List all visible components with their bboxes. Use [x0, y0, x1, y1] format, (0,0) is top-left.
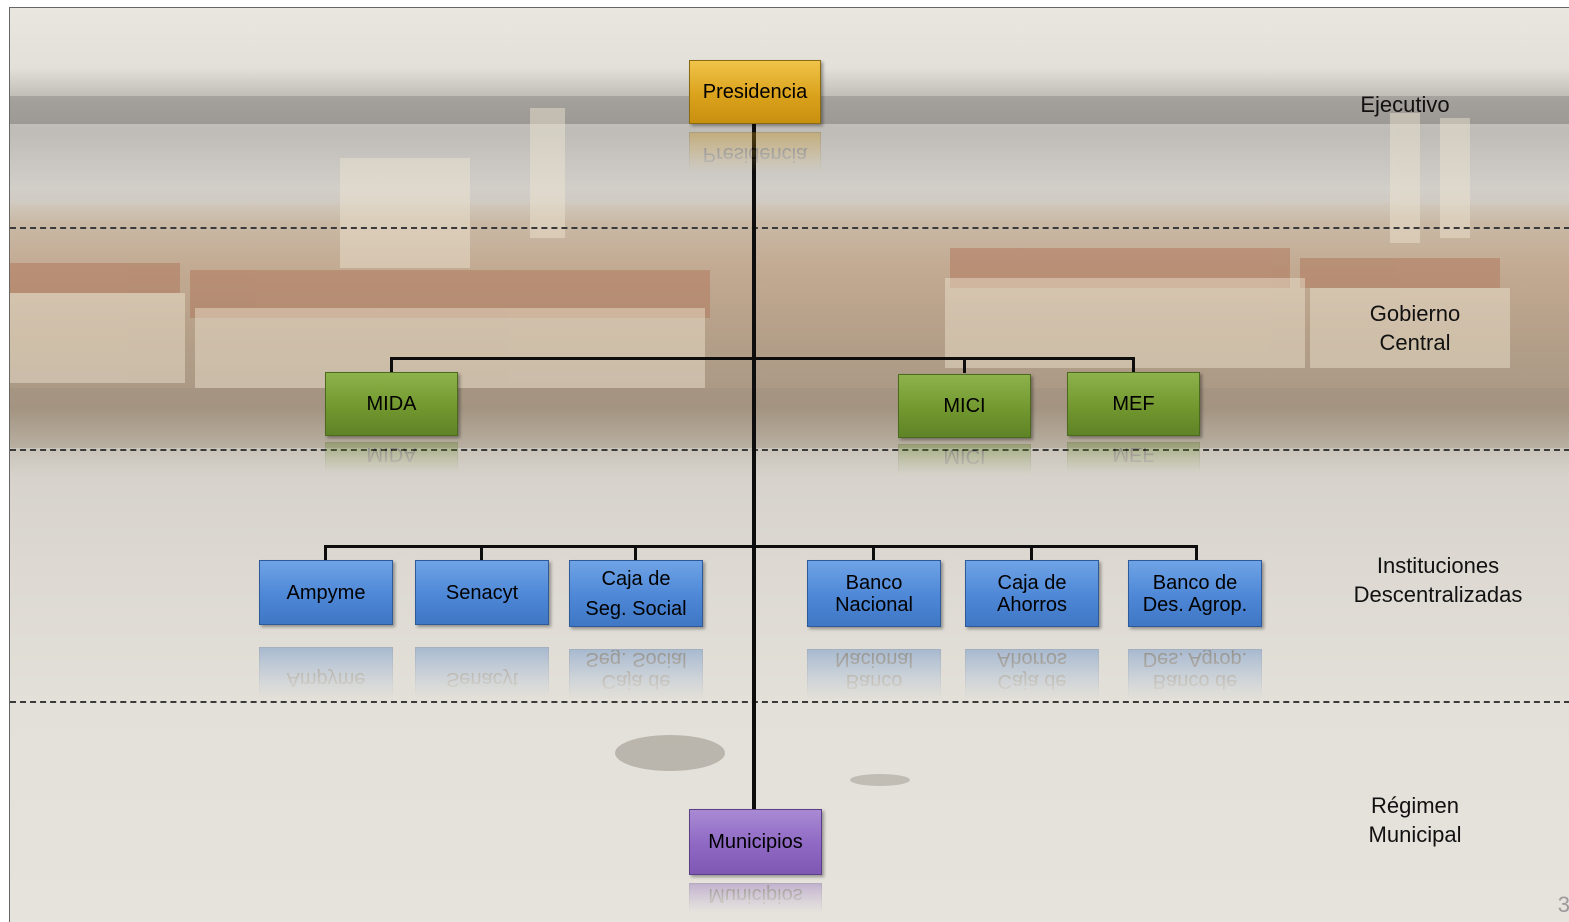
node-banco-agrop: Banco de Des. Agrop. [1128, 560, 1262, 627]
reflection-mici: MICI [898, 444, 1031, 474]
reflection-mef: MEF [1067, 442, 1200, 472]
connector-mida [390, 357, 393, 373]
level-divider [10, 449, 1569, 451]
node-mida: MIDA [325, 372, 458, 436]
reflection-caja-social: Caja de Seg. Social [569, 649, 703, 699]
reflection-senacyt: Senacyt [415, 647, 549, 697]
node-municipios: Municipios [689, 809, 822, 875]
level-divider [10, 227, 1569, 229]
node-banco-nacional: Banco Nacional [807, 560, 941, 627]
reflection-caja-ahorros: Caja de Ahorros [965, 649, 1099, 699]
connector-senacyt [480, 545, 483, 561]
level-label-gobierno-central: Gobierno Central [1369, 301, 1461, 355]
connector-caja-ahorros [1030, 545, 1033, 561]
connector-trunk [752, 123, 756, 813]
connector-decentralized-bar [324, 545, 1198, 548]
reflection-banco-nacional: Banco Nacional [807, 649, 941, 699]
node-presidencia: Presidencia [689, 60, 821, 124]
level-divider [10, 701, 1569, 703]
reflection-mida: MIDA [325, 442, 458, 472]
connector-banco-agrop [1195, 545, 1198, 561]
node-caja-social: Caja de Seg. Social [569, 560, 703, 627]
connector-central-bar [390, 357, 1135, 360]
connector-caja-social [634, 545, 637, 561]
page-number: 3 [1557, 892, 1569, 917]
reflection-banco-agrop: Banco de Des. Agrop. [1128, 649, 1262, 699]
connector-ampyme [324, 545, 327, 561]
node-ampyme: Ampyme [259, 560, 393, 625]
level-label-ejecutivo: Ejecutivo [1360, 92, 1450, 117]
slide: Presidencia Presidencia MIDA MICI MEF MI… [9, 7, 1569, 922]
connector-mef [1132, 357, 1135, 373]
node-caja-ahorros: Caja de Ahorros [965, 560, 1099, 627]
reflection-municipios: Municipios [689, 883, 822, 913]
connector-banco-nacional [872, 545, 875, 561]
reflection-ampyme: Ampyme [259, 647, 393, 697]
node-senacyt: Senacyt [415, 560, 549, 625]
level-label-instituciones-descentralizadas: Instituciones Descentralizadas [1353, 553, 1523, 607]
reflection-presidencia: Presidencia [689, 132, 821, 172]
connector-mici [963, 357, 966, 373]
node-mef: MEF [1067, 372, 1200, 436]
level-label-regimen-municipal: Régimen Municipal [1368, 793, 1462, 847]
node-mici: MICI [898, 374, 1031, 438]
